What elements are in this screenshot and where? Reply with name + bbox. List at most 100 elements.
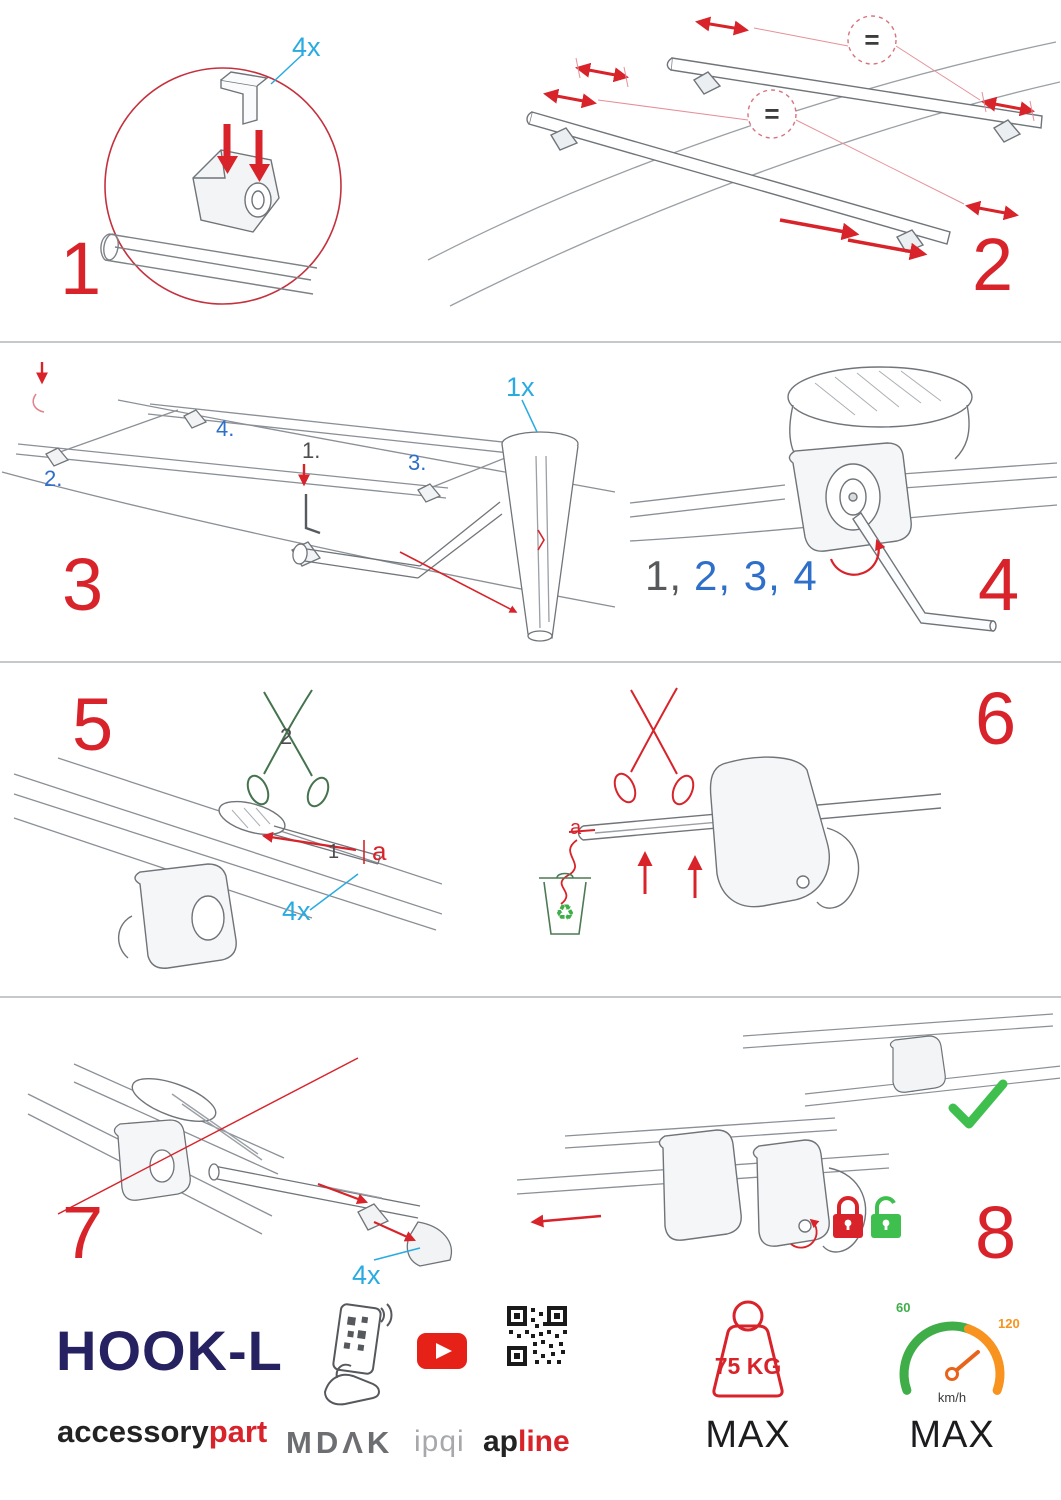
qr-code-icon xyxy=(507,1306,567,1366)
qty-pointer-line xyxy=(521,399,538,433)
locked-padlock-icon xyxy=(833,1196,863,1238)
qty-pointer-line xyxy=(309,873,359,911)
hand xyxy=(323,1373,380,1406)
brand-accessory: accessory xyxy=(57,1414,209,1449)
speed-unit-label: km/h xyxy=(938,1390,966,1405)
step5-letter-a: a xyxy=(372,836,387,866)
step3-sub2: 2. xyxy=(44,466,63,491)
strap-funnel xyxy=(501,431,579,642)
logo-ap: ap xyxy=(483,1425,519,1458)
rotate-arrow xyxy=(829,538,886,576)
step6-number: 6 xyxy=(975,677,1017,760)
step5-qty-label: 4x xyxy=(282,896,311,926)
qty-pointer-line xyxy=(373,1247,421,1261)
clamp-foot xyxy=(709,756,860,909)
clamp-body xyxy=(118,863,237,969)
hatching xyxy=(231,807,271,829)
rear-crossbar xyxy=(666,57,1043,143)
crossbar-profile xyxy=(100,233,318,295)
step3-illustration xyxy=(1,362,616,642)
gauge-orange-arc xyxy=(963,1324,1005,1395)
weight-max-label: MAX xyxy=(705,1414,791,1456)
scan-signal-lines xyxy=(380,1303,393,1327)
qty-pointer-line xyxy=(270,53,304,85)
thumb xyxy=(335,1363,352,1379)
max-weight-icon: 75 KG xyxy=(712,1300,784,1398)
recycle-icon: ♻ xyxy=(555,900,575,925)
step7-illustration xyxy=(27,1057,452,1267)
step2-illustration xyxy=(427,15,1060,307)
speedometer-icon: 60 120 km/h xyxy=(896,1300,1020,1405)
mini-clamp xyxy=(889,1035,946,1093)
equal-distance-arrows xyxy=(543,16,1035,221)
step4-number: 4 xyxy=(978,543,1020,626)
equals-symbol-mid: = xyxy=(764,98,780,129)
speed-high-label: 120 xyxy=(998,1316,1020,1331)
hook-bracket-part xyxy=(220,71,269,125)
section-divider xyxy=(0,996,1061,998)
step3-sub1: 1. xyxy=(302,438,321,463)
needle-hub xyxy=(945,1367,959,1381)
bar-end-opening xyxy=(131,1078,263,1161)
section-divider xyxy=(0,661,1061,663)
clamp-body xyxy=(113,1119,191,1201)
ghost-part xyxy=(32,393,45,413)
speed-low-label: 60 xyxy=(896,1300,910,1315)
phone-scan-icon xyxy=(323,1303,393,1406)
product-name: HOOK-L xyxy=(56,1319,283,1382)
step3-qty-label: 1x xyxy=(506,372,535,402)
funnel-red-detail xyxy=(537,529,545,551)
step7-number: 7 xyxy=(62,1191,104,1274)
scissors-icon xyxy=(613,687,695,806)
step5-scissors-num: 2 xyxy=(280,724,293,749)
weight-body xyxy=(712,1324,784,1398)
front-crossbar xyxy=(526,111,951,253)
clamp-body xyxy=(788,442,912,552)
cut-strap-piece xyxy=(560,839,578,905)
hatching xyxy=(814,370,942,416)
bar-end-opening xyxy=(218,800,286,836)
step3-sub4: 4. xyxy=(216,416,235,441)
step3-sub3: 3. xyxy=(408,450,427,475)
magnifier-circle xyxy=(104,67,342,305)
insert-arrow xyxy=(373,1220,417,1242)
check-icon xyxy=(948,1079,1008,1129)
logo-line: line xyxy=(518,1425,570,1458)
strap-end xyxy=(568,829,596,833)
step5-strap-num: 1 xyxy=(328,841,340,863)
alignment-line xyxy=(57,1057,359,1215)
section-divider xyxy=(0,341,1061,343)
speed-max-label: MAX xyxy=(909,1414,995,1456)
bar-to-funnel xyxy=(292,501,503,579)
logo-mdak: MDΛK xyxy=(286,1425,394,1460)
sequence-done: 1, xyxy=(645,552,683,599)
equals-symbol-top: = xyxy=(864,24,880,55)
scissors-icon xyxy=(246,689,330,808)
step5-number: 5 xyxy=(72,683,114,766)
youtube-icon xyxy=(417,1333,467,1369)
play-triangle xyxy=(436,1343,452,1359)
step5-illustration xyxy=(13,689,442,969)
trash-bin-icon xyxy=(539,872,591,935)
step6-illustration: ♻ xyxy=(539,687,942,935)
step8-number: 8 xyxy=(975,1191,1017,1274)
clamp-body xyxy=(192,149,280,233)
unlocked-padlock-icon xyxy=(871,1196,901,1238)
sequence-todo: 2, 3, 4 xyxy=(694,552,818,599)
equals-circle-mid xyxy=(747,89,797,139)
weight-value: 75 KG xyxy=(715,1353,781,1379)
strap-pull-arrow xyxy=(261,831,357,852)
tighten-arrow xyxy=(790,1218,820,1249)
slide-left-arrow xyxy=(530,1214,602,1228)
lower-bar xyxy=(208,1163,421,1219)
step3-number: 3 xyxy=(62,543,104,626)
phone-qr-dots xyxy=(343,1316,369,1352)
dimension-connectors xyxy=(575,27,1035,205)
slide-arrows xyxy=(779,218,928,261)
step1-number: 1 xyxy=(60,227,102,310)
gauge-green-arc xyxy=(899,1321,973,1395)
insert-arrow xyxy=(317,1182,369,1205)
step2-number: 2 xyxy=(972,223,1014,306)
brand-wordmark: accessorypart xyxy=(57,1414,267,1450)
